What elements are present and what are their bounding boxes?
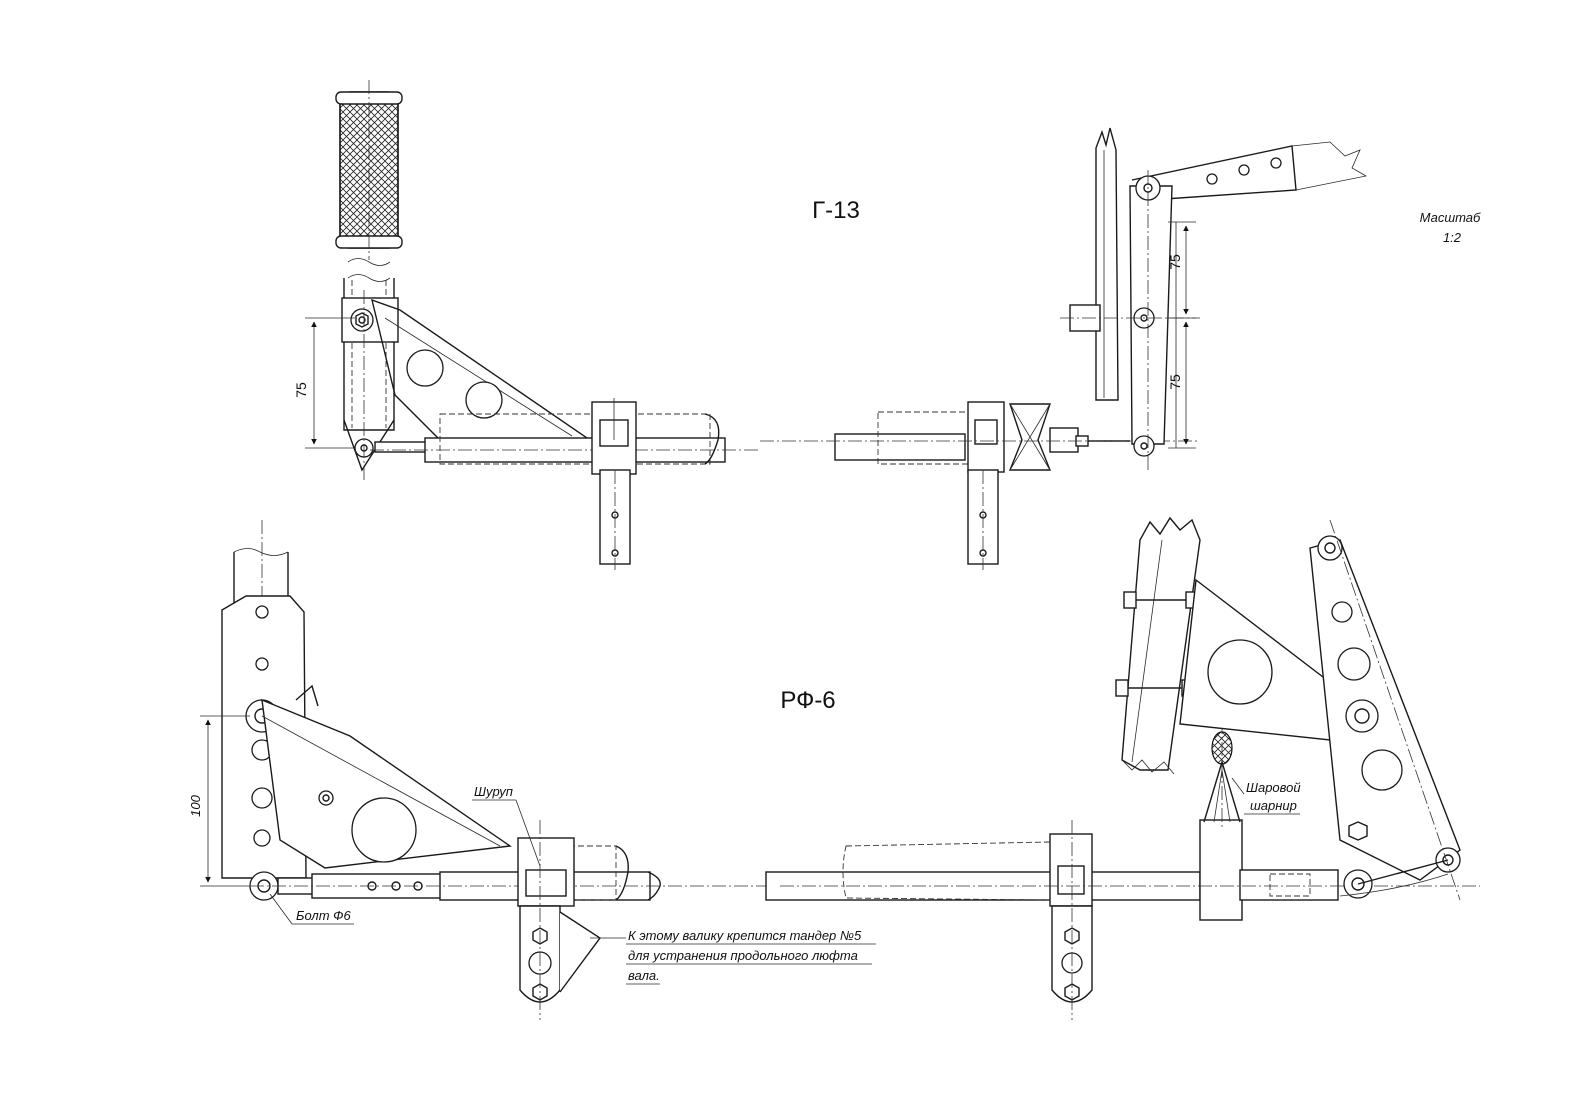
rf6-gusset — [261, 698, 512, 869]
dimension-75-left-label: 75 — [293, 382, 309, 398]
dimension-100 — [200, 715, 250, 887]
bellcrank-bottom-right — [1115, 516, 1461, 901]
assembly-g13: 75 — [293, 80, 1368, 570]
bolt-callout — [269, 893, 354, 925]
dimension-75-right-upper-label: 75 — [1167, 254, 1183, 270]
rf6-clamp-left — [517, 820, 602, 1020]
scale-value: 1:2 — [1443, 230, 1462, 245]
scale-label: Масштаб — [1420, 210, 1481, 225]
ball-joint-label-2: шарнир — [1250, 798, 1297, 813]
screw-label: Шуруп — [474, 784, 513, 799]
shaft-clamp-left — [591, 398, 637, 570]
handle-grip — [335, 80, 403, 260]
torque-shaft-right — [760, 401, 1200, 570]
screw-callout — [472, 799, 541, 867]
ball-joint — [1203, 720, 1300, 830]
bolt-label: Болт Ф6 — [296, 908, 352, 923]
assembly-rf6: 100 Шуруп — [188, 516, 1480, 1020]
triangular-bracket — [371, 298, 593, 441]
torque-shaft-left — [370, 413, 760, 465]
dimension-75-left — [305, 317, 355, 449]
note-line-3: вала. — [628, 968, 660, 983]
title-g13: Г-13 — [812, 197, 860, 224]
dimension-75-right-lower-label: 75 — [1167, 374, 1183, 390]
title-rf6: РФ-6 — [780, 687, 835, 714]
bellcrank-top-right — [1060, 127, 1368, 470]
ball-joint-label-1: Шаровой — [1246, 780, 1301, 795]
rf6-shaft-right — [765, 819, 1480, 1020]
dimension-100-label: 100 — [188, 794, 203, 816]
note-line-2: для устранения продольного люфта — [628, 948, 858, 963]
note-line-1: К этому валику крепится тандер №5 — [628, 928, 862, 943]
